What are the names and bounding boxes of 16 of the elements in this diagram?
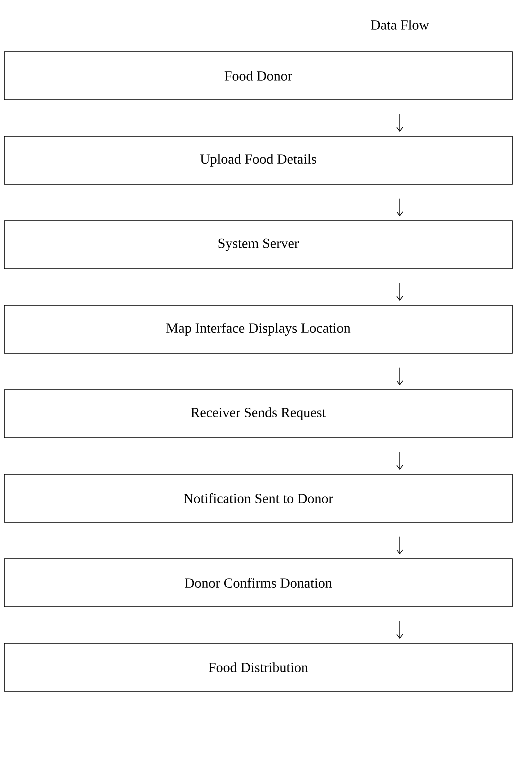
process-box: Notification Sent to Donor [4, 474, 513, 523]
arrow [396, 198, 404, 217]
arrow [396, 283, 404, 302]
arrow [396, 452, 404, 470]
process-box: Receiver Sends Request [4, 390, 513, 438]
process-box: Food Distribution [4, 643, 513, 692]
arrow [396, 114, 404, 132]
process-box: System Server [4, 220, 513, 270]
title: Data Flow [371, 20, 430, 30]
arrow [396, 368, 404, 386]
arrow [396, 621, 404, 640]
process-box: Upload Food Details [4, 136, 513, 185]
process-box: Donor Confirms Donation [4, 558, 513, 608]
arrow [396, 536, 404, 555]
process-box: Map Interface Displays Location [4, 305, 513, 354]
process-box: Food Donor [4, 52, 513, 100]
